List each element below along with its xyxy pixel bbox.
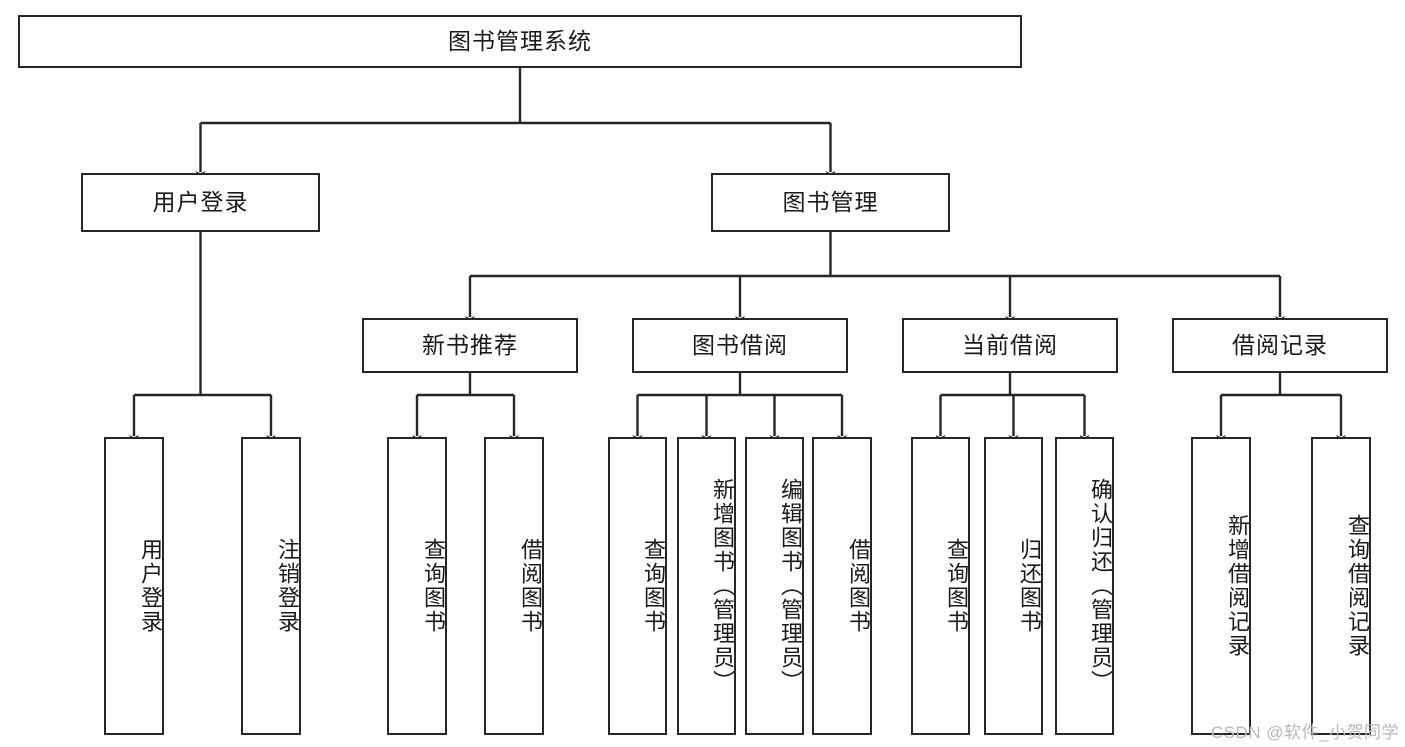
node-book-borrow-label: 图书借阅 — [692, 331, 788, 358]
node-new-book-recommend-label: 新书推荐 — [422, 331, 518, 358]
leaf-query-book-recommend[interactable]: 查询图书 — [387, 437, 447, 735]
node-book-manage[interactable]: 图书管理 — [711, 173, 950, 232]
leaf-add-borrow-record[interactable]: 新增借阅记录 — [1191, 437, 1251, 735]
leaf-edit-book-label: 编辑图书（管理员） — [778, 478, 803, 694]
node-borrow-record-label: 借阅记录 — [1232, 331, 1328, 358]
node-root[interactable]: 图书管理系统 — [18, 15, 1022, 68]
leaf-logout[interactable]: 注销登录 — [241, 437, 301, 735]
node-current-borrow-label: 当前借阅 — [962, 331, 1058, 358]
leaf-add-book[interactable]: 新增图书（管理员） — [677, 437, 736, 735]
leaf-query-book-current[interactable]: 查询图书 — [911, 437, 970, 735]
node-borrow-record[interactable]: 借阅记录 — [1172, 318, 1388, 373]
leaf-query-borrow-record[interactable]: 查询借阅记录 — [1311, 437, 1371, 735]
leaf-edit-book[interactable]: 编辑图书（管理员） — [745, 437, 804, 735]
leaf-return-book[interactable]: 归还图书 — [984, 437, 1043, 735]
node-book-manage-label: 图书管理 — [782, 188, 879, 215]
node-user-login-label: 用户登录 — [152, 188, 249, 215]
leaf-borrow-book-recommend-label: 借阅图书 — [518, 538, 543, 634]
leaf-confirm-return-label: 确认归还（管理员） — [1088, 478, 1113, 694]
leaf-user-login-label: 用户登录 — [138, 538, 163, 634]
node-current-borrow[interactable]: 当前借阅 — [902, 318, 1118, 373]
leaf-query-book-borrow-label: 查询图书 — [641, 538, 666, 634]
node-book-borrow[interactable]: 图书借阅 — [632, 318, 848, 373]
leaf-logout-label: 注销登录 — [275, 538, 300, 634]
leaf-query-book-recommend-label: 查询图书 — [421, 538, 446, 634]
leaf-borrow-book[interactable]: 借阅图书 — [812, 437, 872, 735]
leaf-borrow-book-recommend[interactable]: 借阅图书 — [484, 437, 544, 735]
node-root-label: 图书管理系统 — [448, 27, 592, 54]
leaf-confirm-return[interactable]: 确认归还（管理员） — [1055, 437, 1114, 735]
leaf-add-book-label: 新增图书（管理员） — [710, 478, 735, 694]
node-user-login[interactable]: 用户登录 — [81, 173, 320, 232]
leaf-borrow-book-label: 借阅图书 — [846, 538, 871, 634]
leaf-query-book-borrow[interactable]: 查询图书 — [608, 437, 667, 735]
leaf-return-book-label: 归还图书 — [1017, 538, 1042, 634]
node-new-book-recommend[interactable]: 新书推荐 — [362, 318, 578, 373]
leaf-user-login[interactable]: 用户登录 — [104, 437, 164, 735]
leaf-add-borrow-record-label: 新增借阅记录 — [1225, 514, 1250, 658]
leaf-query-book-current-label: 查询图书 — [944, 538, 969, 634]
watermark: CSDN @软件_小贺同学 — [1210, 723, 1399, 742]
leaf-query-borrow-record-label: 查询借阅记录 — [1345, 514, 1370, 658]
